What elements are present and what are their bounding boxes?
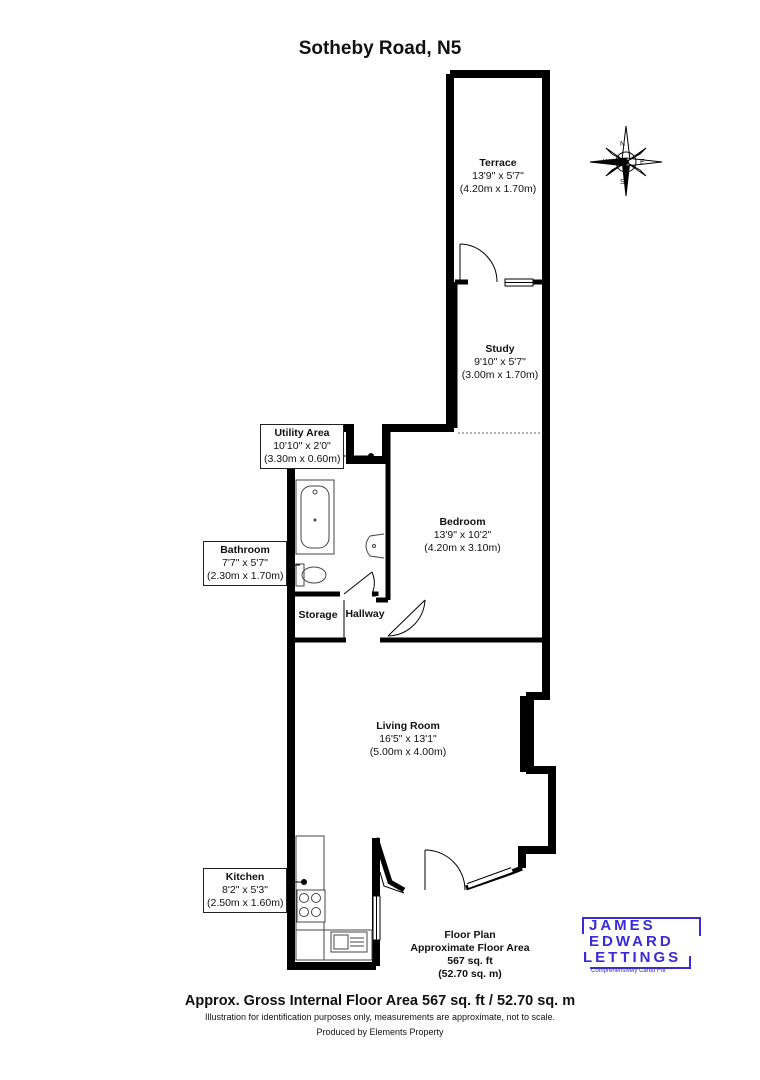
bedroom-dim-imperial: 13'9" x 10'2": [433, 529, 492, 541]
front-door: [424, 849, 466, 891]
bedroom-label: Bedroom 13'9" x 10'2" (4.20m x 3.10m): [410, 516, 515, 555]
bathtub: [295, 479, 335, 555]
terrace-window: [504, 278, 534, 287]
compass-s: S: [620, 179, 625, 186]
basin: [365, 533, 385, 559]
logo-frame: [582, 917, 701, 969]
terrace-name: Terrace: [479, 157, 517, 169]
compass-n: N: [620, 141, 626, 148]
floor-plan-label: Floor Plan: [444, 929, 496, 941]
logo-tagline: Comprehensively Cared For: [591, 968, 667, 974]
terrace-door: [459, 243, 498, 283]
living-room-label: Living Room 16'5" x 13'1" (5.00m x 4.00m…: [358, 720, 458, 759]
chimney-breast: [520, 696, 534, 772]
kitchen-window: [372, 895, 381, 941]
page-title: Sotheby Road, N5: [298, 38, 462, 59]
compass-w: W: [603, 159, 610, 166]
bay-windows: [379, 867, 514, 894]
study-dim-imperial: 9'10" x 5'7": [474, 356, 526, 368]
bathroom-label: Bathroom 7'7" x 5'7" (2.30m x 1.70m): [203, 541, 287, 586]
study-label: Study 9'10" x 5'7" (3.00m x 1.70m): [450, 343, 550, 382]
compass-e: E: [640, 159, 645, 166]
sink: [330, 931, 368, 953]
leader-lines: [284, 455, 371, 883]
toilet: [295, 563, 327, 587]
living-room-dim-imperial: 16'5" x 13'1": [379, 733, 437, 745]
hallway-label: Hallway: [345, 608, 385, 620]
logo-line1: JAMES: [589, 917, 656, 934]
kitchen-fixture: [301, 879, 307, 885]
compass-icon: [589, 125, 663, 197]
living-room-name: Living Room: [376, 720, 440, 732]
study-name: Study: [485, 343, 515, 355]
bathroom-name: Bathroom: [220, 544, 270, 556]
terrace-label: Terrace 13'9" x 5'7" (4.20m x 1.70m): [448, 157, 548, 196]
logo-line2: EDWARD: [589, 933, 674, 950]
produced-by: Produced by Elements Property: [316, 1027, 444, 1037]
bay-walls: [373, 837, 523, 893]
floor-area-sqft: 567 sq. ft: [447, 955, 493, 967]
terrace-dim-imperial: 13'9" x 5'7": [472, 170, 524, 182]
bathroom-dim-metric: (2.30m x 1.70m): [207, 570, 284, 582]
utility-dim-metric: (3.30m x 0.60m): [264, 453, 341, 465]
utility-name: Utility Area: [274, 427, 330, 439]
kitchen-name: Kitchen: [225, 871, 265, 883]
bedroom-door: [387, 599, 426, 637]
floor-area-label: Approximate Floor Area: [410, 942, 530, 954]
floor-plan-summary: Floor Plan Approximate Floor Area 567 sq…: [405, 929, 535, 981]
bathroom-door: [343, 571, 375, 595]
bedroom-dim-metric: (4.20m x 3.10m): [424, 542, 501, 554]
gross-area-footer: Approx. Gross Internal Floor Area 567 sq…: [184, 993, 576, 1009]
kitchen-label: Kitchen 8'2" x 5'3" (2.50m x 1.60m): [203, 868, 287, 913]
bedroom-name: Bedroom: [439, 516, 486, 528]
terrace-dim-metric: (4.20m x 1.70m): [459, 183, 537, 195]
kitchen-dim-imperial: 8'2" x 5'3": [222, 884, 268, 896]
bathroom-dim-imperial: 7'7" x 5'7": [222, 557, 268, 569]
utility-dim-imperial: 10'10" x 2'0": [273, 440, 331, 452]
hob: [296, 889, 326, 923]
james-edward-lettings-logo: JAMES EDWARD LETTINGS Comprehensively Ca…: [583, 917, 703, 975]
utility-area-label: Utility Area 10'10" x 2'0" (3.30m x 0.60…: [260, 424, 344, 469]
kitchen-dim-metric: (2.50m x 1.60m): [207, 897, 284, 909]
living-room-dim-metric: (5.00m x 4.00m): [369, 746, 447, 758]
storage-label: Storage: [298, 609, 338, 621]
floor-area-sqm: (52.70 sq. m): [438, 968, 502, 980]
disclaimer: Illustration for identification purposes…: [204, 1012, 555, 1022]
logo-line3: LETTINGS: [583, 949, 682, 966]
study-dim-metric: (3.00m x 1.70m): [461, 369, 539, 381]
inner-walls: [291, 279, 546, 643]
